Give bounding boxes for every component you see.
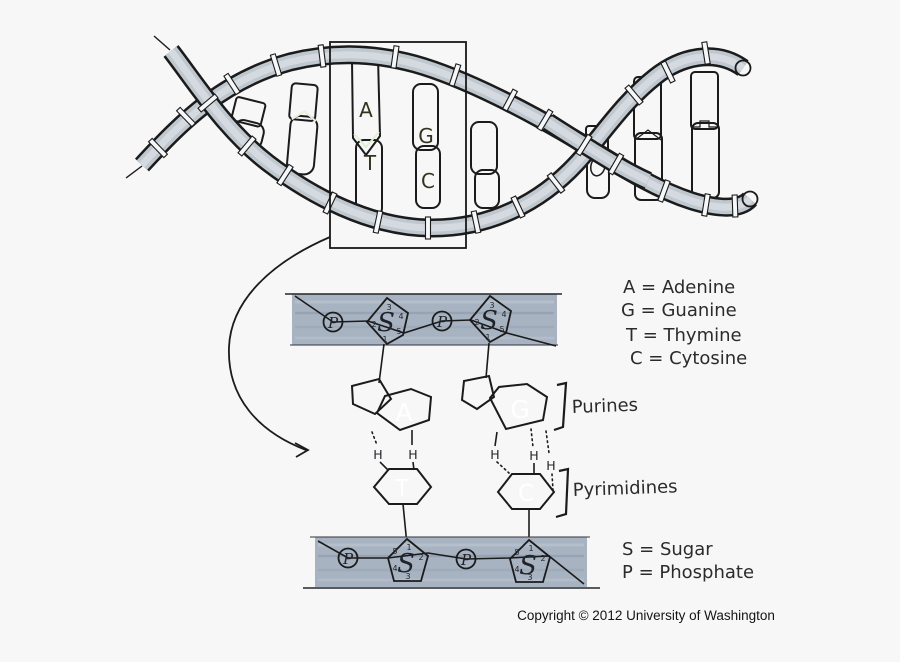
sugar-node: S 3 4 5 1 2 bbox=[468, 294, 513, 344]
carbon-3: 3 bbox=[386, 303, 391, 312]
thymine-letter: T bbox=[394, 476, 410, 502]
zoom-arrow bbox=[228, 236, 331, 458]
carbon-2: 2 bbox=[371, 320, 376, 329]
rung-orange-cyan bbox=[470, 121, 500, 209]
phosphate-symbol: P bbox=[436, 313, 448, 331]
helix-strand-back bbox=[153, 35, 752, 240]
sugar-symbol: S bbox=[519, 551, 537, 581]
sugar-symbol: S bbox=[397, 549, 415, 579]
legend-cytosine: C = Cytosine bbox=[630, 348, 747, 369]
carbon-4: 4 bbox=[398, 312, 403, 321]
legend-thymine: T = Thymine bbox=[625, 325, 742, 346]
carbon-4: 4 bbox=[501, 310, 506, 319]
rung-guanine-cytosine bbox=[412, 83, 441, 209]
sugar-node: S 1 2 3 4 5 bbox=[508, 538, 552, 583]
backbone-top-zigzag bbox=[294, 295, 557, 347]
phosphate-node bbox=[431, 310, 453, 332]
adenine-letter: A bbox=[395, 398, 412, 427]
carbon-1: 1 bbox=[406, 543, 411, 552]
legend-guanine: G = Guanine bbox=[621, 300, 737, 321]
backbone-strand-bottom: P P S 1 2 3 4 5 S 1 2 3 4 5 bbox=[303, 536, 600, 589]
legend-sugar: S = Sugar bbox=[622, 539, 713, 560]
strand-back-bands bbox=[197, 41, 711, 240]
pyrimidines-label: Pyrimidines bbox=[572, 476, 677, 501]
adenine-shape: A bbox=[350, 377, 433, 432]
sugar-node: S 3 4 5 1 2 bbox=[365, 296, 410, 346]
carbon-4: 4 bbox=[514, 565, 519, 574]
sugar-node: S 1 2 3 4 5 bbox=[386, 537, 430, 582]
rung-adenine-thymine bbox=[350, 55, 383, 217]
carbon-4: 4 bbox=[392, 564, 397, 573]
hydrogen-label: H bbox=[373, 447, 382, 462]
carbon-5: 5 bbox=[396, 327, 401, 336]
guanine-letter: G bbox=[510, 395, 529, 424]
phosphate-node bbox=[322, 311, 344, 333]
phosphate-node bbox=[455, 548, 477, 570]
strand-front-bands bbox=[147, 44, 739, 218]
legend-adenine: A = Adenine bbox=[623, 277, 735, 298]
carbon-1: 1 bbox=[485, 333, 490, 342]
rung-olive-green bbox=[286, 82, 319, 176]
copyright-text: Copyright © 2012 University of Washingto… bbox=[517, 608, 775, 623]
carbon-5: 5 bbox=[392, 547, 397, 556]
phosphate-node bbox=[337, 547, 359, 569]
hydrogen-bonds-gc: H H H bbox=[490, 428, 556, 491]
sugar-symbol: S bbox=[480, 306, 498, 336]
carbon-5: 5 bbox=[514, 548, 519, 557]
purines-label: Purines bbox=[571, 395, 638, 418]
phosphate-symbol: P bbox=[342, 550, 354, 568]
hydrogen-bonds-at: H H bbox=[371, 430, 418, 471]
carbon-5: 5 bbox=[499, 325, 504, 334]
legend-bases: A = Adenine G = Guanine T = Thymine C = … bbox=[621, 277, 747, 369]
phosphate-symbol: P bbox=[327, 314, 339, 332]
carbon-3: 3 bbox=[489, 301, 494, 310]
cytosine-shape: C bbox=[496, 473, 556, 546]
cytosine-letter: C bbox=[518, 481, 534, 507]
phosphate-symbol: P bbox=[460, 551, 472, 569]
helix-cytosine-label: C bbox=[421, 169, 435, 193]
carbon-2: 2 bbox=[474, 318, 479, 327]
carbon-2: 2 bbox=[418, 553, 423, 562]
helix-right-crossing-patch bbox=[542, 114, 652, 190]
legend-backbone: S = Sugar P = Phosphate bbox=[622, 539, 754, 583]
helix-thymine-label: T bbox=[363, 151, 377, 175]
carbon-1: 1 bbox=[382, 335, 387, 344]
thymine-shape: T bbox=[372, 468, 433, 546]
backbone-bottom-zigzag bbox=[317, 540, 585, 585]
guanine-shape: G bbox=[460, 374, 549, 431]
hydrogen-label: H bbox=[529, 448, 538, 463]
sugar-adenine-stem bbox=[378, 343, 385, 384]
rung-gray-2 bbox=[690, 71, 720, 199]
sugar-guanine-stem bbox=[485, 342, 490, 379]
sugar-symbol: S bbox=[377, 308, 395, 338]
hydrogen-label: H bbox=[490, 447, 499, 462]
hydrogen-label: H bbox=[408, 447, 417, 462]
carbon-3: 3 bbox=[405, 572, 410, 581]
backbone-strand-top: P P S 3 4 5 1 2 S 3 4 5 1 2 bbox=[285, 293, 562, 384]
carbon-1: 1 bbox=[528, 544, 533, 553]
helix-guanine-label: G bbox=[418, 124, 434, 148]
carbon-3: 3 bbox=[527, 573, 532, 582]
purines-bracket bbox=[553, 381, 568, 432]
helix-adenine-label: A bbox=[359, 98, 373, 122]
legend-phosphate: P = Phosphate bbox=[622, 562, 754, 583]
pyrimidines-bracket bbox=[555, 467, 570, 519]
helix-strand-front bbox=[125, 44, 759, 218]
hydrogen-label: H bbox=[546, 458, 555, 473]
zoom-box bbox=[329, 41, 467, 249]
carbon-2: 2 bbox=[540, 554, 545, 563]
